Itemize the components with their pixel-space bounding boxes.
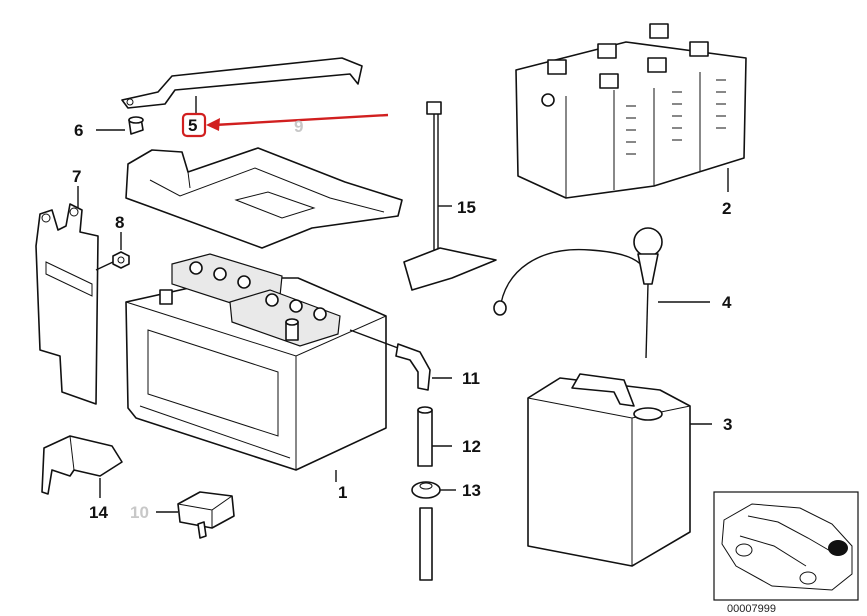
- car-thumbnail: [713, 491, 859, 601]
- label-11: 11: [462, 369, 480, 388]
- label-14: 14: [89, 503, 108, 522]
- highlight-callout: [181, 112, 389, 138]
- small-bracket-part: [41, 435, 123, 495]
- hold-down-rod-part: [403, 101, 497, 291]
- label-2: 2: [722, 199, 731, 218]
- nut-part: [112, 251, 130, 269]
- label-12: 12: [462, 437, 481, 456]
- label-6: 6: [74, 121, 83, 140]
- hose-part: [417, 406, 433, 467]
- label-13: 13: [462, 481, 481, 500]
- relay-block-part: [177, 491, 235, 539]
- label-3: 3: [723, 415, 732, 434]
- label-15: 15: [457, 198, 476, 217]
- label-5: 5: [188, 116, 197, 135]
- cell-bottles-part: [515, 23, 747, 199]
- battery-cover-part: [125, 147, 403, 249]
- label-7: 7: [72, 167, 81, 186]
- label-10: 10: [130, 503, 149, 522]
- hydrometer-part: [493, 227, 663, 359]
- label-1: 1: [338, 483, 347, 502]
- grommet-part: [411, 481, 441, 581]
- diagram-caption: 00007999: [727, 603, 776, 615]
- bracket-bar-part: [121, 57, 363, 109]
- battery-part: [125, 253, 387, 471]
- label-4: 4: [722, 293, 732, 312]
- bolt-part: [128, 116, 144, 135]
- side-plate-part: [35, 203, 99, 405]
- label-9: 9: [294, 117, 303, 136]
- elbow-connector-part: [349, 329, 431, 391]
- label-8: 8: [115, 213, 124, 232]
- canister-part: [527, 373, 691, 567]
